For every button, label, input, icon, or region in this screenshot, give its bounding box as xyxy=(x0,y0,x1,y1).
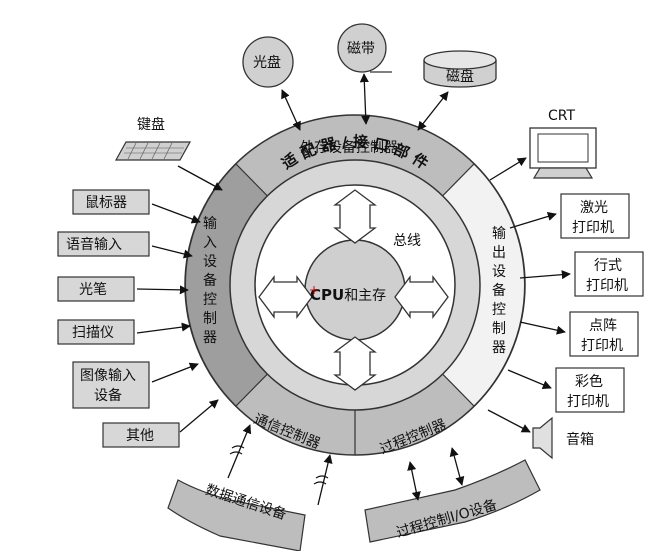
leftVert-char: 入 xyxy=(203,235,217,251)
link-break-marks xyxy=(229,445,329,485)
arrow-line xyxy=(519,270,571,280)
speaker-label: 音箱 xyxy=(566,431,594,448)
link-process-2 xyxy=(449,447,465,486)
arrow-disc xyxy=(281,89,301,131)
arrow-image xyxy=(151,362,199,383)
voice-input-label: 语音输入 xyxy=(66,236,122,253)
cursor-cross-icon: + xyxy=(309,283,319,297)
data-comm-device-band xyxy=(167,479,306,551)
optical-disc-node xyxy=(242,36,294,88)
optical-disc-label: 光盘 xyxy=(253,54,281,71)
rightVert-char: 控 xyxy=(492,302,506,318)
crt-label: CRT xyxy=(548,108,575,124)
arrow-crt xyxy=(489,157,527,181)
arrow-lightpen xyxy=(136,285,189,295)
voice-input-box xyxy=(57,231,150,257)
keyboard-label: 键盘 xyxy=(137,116,165,133)
leftVert-char: 输 xyxy=(203,216,217,232)
other-box xyxy=(102,422,180,448)
magnetic-disk-node xyxy=(423,50,497,88)
cpu-label: CPU和主存 xyxy=(310,286,386,304)
dot-matrix-printer-label-2: 打印机 xyxy=(581,337,623,354)
bus-arrow-bottom xyxy=(333,336,377,391)
rightVert-char: 制 xyxy=(492,321,506,337)
image-input-label-1: 图像输入 xyxy=(80,368,136,384)
bus-arrow-top xyxy=(333,189,377,244)
image-input-box xyxy=(72,361,150,409)
color-printer-box xyxy=(555,367,625,413)
leftVert-char: 制 xyxy=(203,311,217,327)
laser-printer-label-1: 激光 xyxy=(580,199,608,216)
arrow-speaker xyxy=(487,409,531,433)
rightVert-char: 备 xyxy=(492,282,506,299)
link-comm-2 xyxy=(317,454,333,506)
process-io-device-band xyxy=(364,459,541,543)
crt-monitor-icon xyxy=(529,127,597,179)
leftVert-char: 器 xyxy=(203,330,217,346)
arrow-keyboard xyxy=(177,165,223,191)
rightVert-char: 设 xyxy=(492,264,506,280)
scanner-box xyxy=(57,319,135,345)
light-pen-label: 光笔 xyxy=(79,282,107,298)
laser-printer-box xyxy=(560,193,630,239)
magnetic-disk-label: 磁盘 xyxy=(446,68,474,85)
mouse-label: 鼠标器 xyxy=(85,195,127,211)
arrow-tape xyxy=(359,73,371,125)
speaker-icon xyxy=(532,416,553,460)
magnetic-tape-node xyxy=(337,23,387,73)
arrow-disk xyxy=(417,91,449,131)
bus-label: 总线 xyxy=(393,233,421,249)
rightVert-char: 出 xyxy=(492,245,506,261)
rightVert-char: 输 xyxy=(492,226,506,242)
other-label: 其他 xyxy=(126,428,154,444)
rightVert-char: 器 xyxy=(492,340,506,356)
arrow-laser xyxy=(509,212,557,229)
arrow-voice xyxy=(151,245,193,259)
arrow-other xyxy=(179,399,219,433)
arrow-color xyxy=(507,369,552,390)
link-comm-1 xyxy=(227,424,252,479)
light-pen-box xyxy=(57,276,135,302)
leftVert-char: 备 xyxy=(203,272,217,289)
line-printer-box xyxy=(574,251,644,297)
scanner-label: 扫描仪 xyxy=(72,325,114,341)
arrow-dot xyxy=(519,321,566,335)
bus-arrow-right xyxy=(394,275,449,319)
external-storage-controller-label: 外存设备控制器 xyxy=(300,139,398,156)
dot-matrix-printer-label-1: 点阵 xyxy=(589,318,617,334)
line-printer-label-2: 打印机 xyxy=(586,277,628,294)
leftVert-char: 控 xyxy=(203,292,217,308)
line-printer-label-1: 行式 xyxy=(594,258,622,274)
dot-matrix-printer-box xyxy=(569,311,639,357)
link-process-1 xyxy=(407,461,421,501)
color-printer-label-1: 彩色 xyxy=(575,373,603,390)
color-printer-label-2: 打印机 xyxy=(567,393,609,410)
mouse-box xyxy=(72,189,150,215)
image-input-label-2: 设备 xyxy=(94,387,122,404)
arrow-mouse xyxy=(151,203,201,224)
leftVert-char: 设 xyxy=(203,254,217,270)
arrow-scanner xyxy=(136,322,191,334)
magnetic-tape-label: 磁带 xyxy=(347,41,375,57)
bus-arrow-left xyxy=(258,275,313,319)
laser-printer-label-2: 打印机 xyxy=(572,219,614,236)
